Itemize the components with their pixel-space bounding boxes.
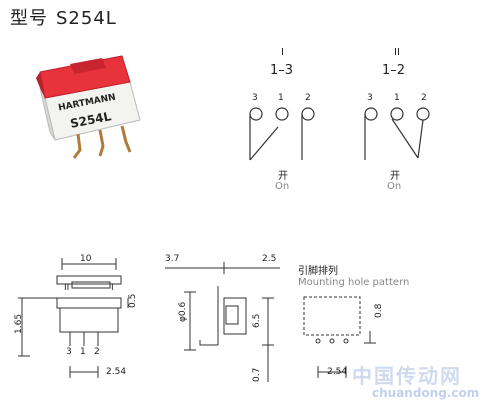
pos2-pins: 1–2	[382, 63, 406, 78]
front-width-dim: 10	[80, 254, 92, 264]
pos2-pin3-label: 3	[367, 93, 373, 103]
mounting-pitch: 2.54	[327, 367, 348, 377]
mounting-title-en: Mounting hole pattern	[298, 277, 410, 288]
pos1-roman: I	[281, 47, 284, 58]
pos2-pin2-label: 2	[421, 93, 427, 103]
front-pitch: 2.54	[106, 367, 127, 377]
front-mark-left: II	[64, 283, 70, 293]
mounting-offset: 0.8	[374, 303, 384, 318]
side-right-dim: 2.5	[262, 254, 277, 264]
pos1-pin3-label: 3	[252, 93, 258, 103]
pos1-pin1-label: 1	[278, 93, 284, 103]
page-title: 型号 S254L	[10, 4, 117, 30]
pos1-on-cn: 开	[278, 171, 288, 182]
front-pin2: 2	[94, 347, 100, 357]
watermark-cn: 中国传动网	[352, 364, 462, 388]
pos2-on-en: On	[387, 181, 402, 192]
title-model: S254L	[56, 8, 117, 29]
pos2-pin1-label: 1	[394, 93, 400, 103]
front-pin3: 3	[66, 347, 72, 357]
side-left-dim: 3.7	[165, 254, 180, 264]
front-pin1: 1	[80, 347, 86, 357]
pos2-roman: II	[394, 47, 400, 58]
pos1-on-en: On	[275, 181, 290, 192]
watermark-url: chuandong.com	[372, 386, 480, 400]
title-prefix: 型号	[10, 8, 48, 29]
pos1-pins: 1–3	[270, 63, 294, 78]
pos2-on-cn: 开	[390, 171, 400, 182]
pos1-pin2-label: 2	[305, 93, 311, 103]
mounting-title-cn: 引脚排列	[298, 266, 338, 277]
front-mark-right: I	[111, 283, 114, 293]
